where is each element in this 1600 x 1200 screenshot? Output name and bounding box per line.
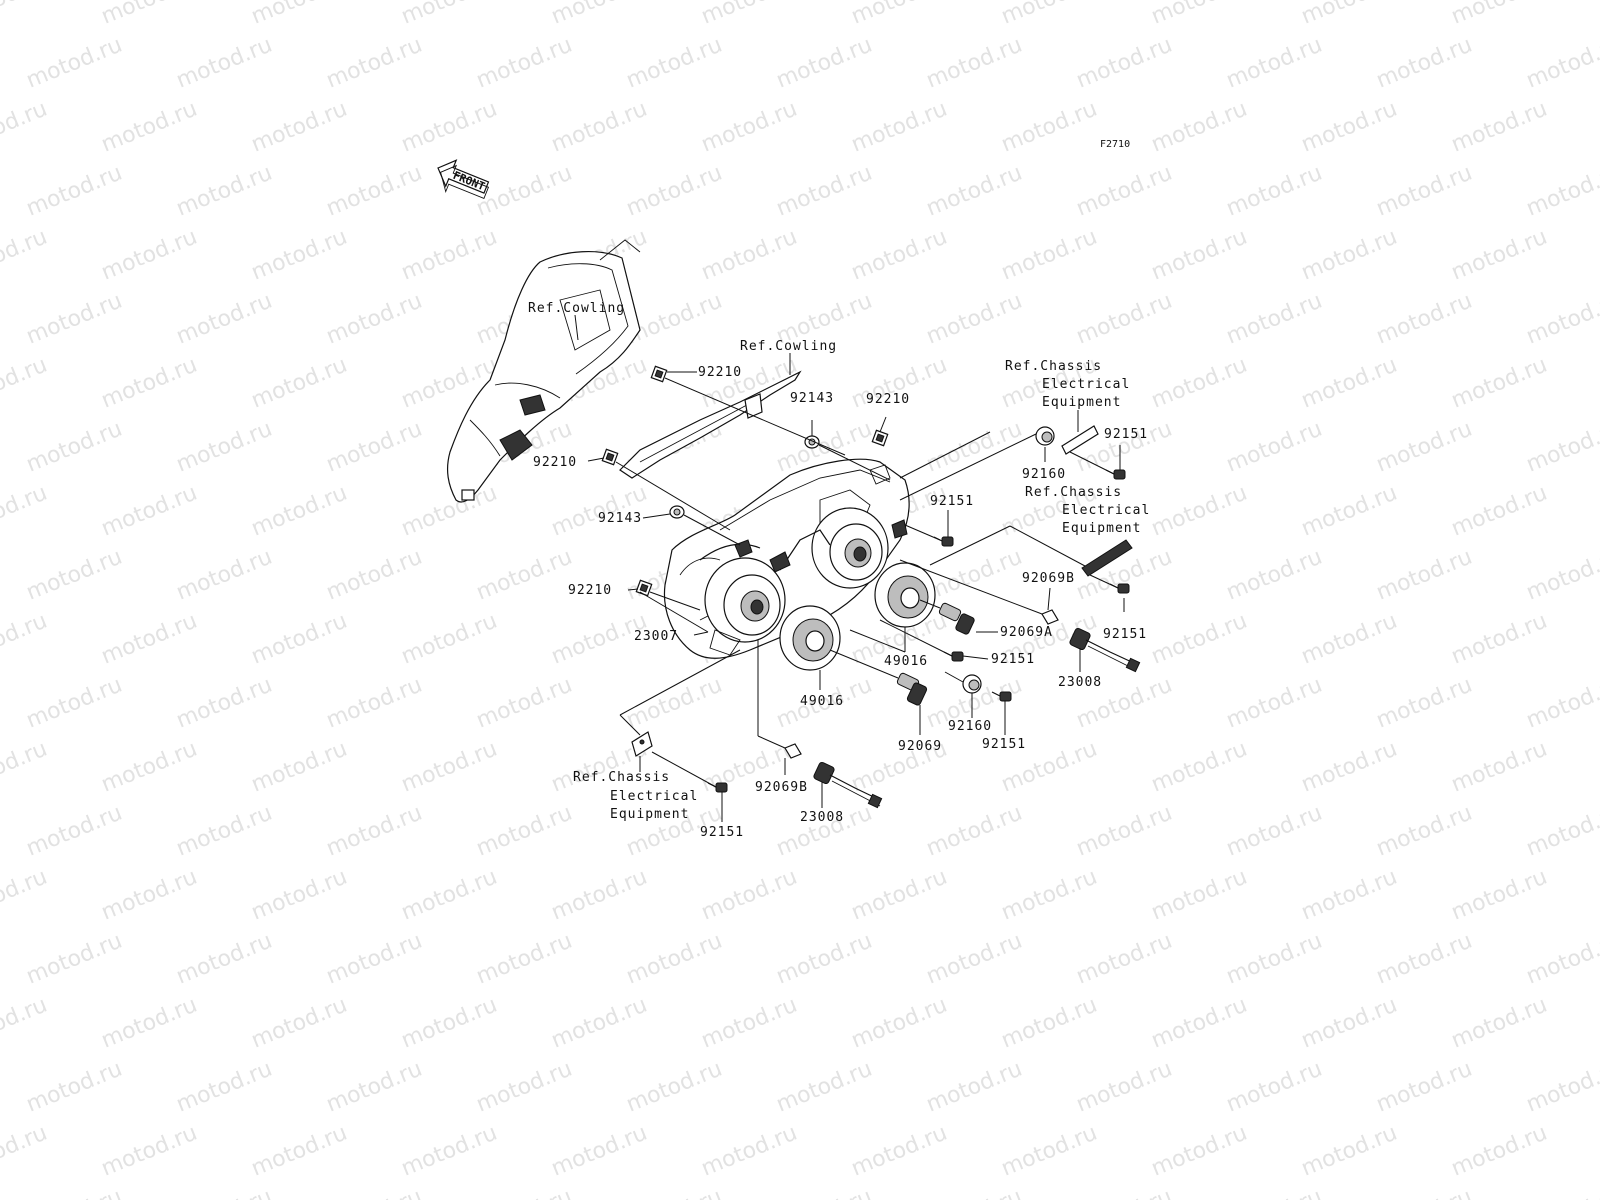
clip-92210-c [601, 448, 619, 466]
part-labels: Ref.Cowling Ref.Cowling 92210 92210 9221… [528, 301, 1150, 840]
chassis-bracket-bottom [631, 731, 653, 757]
grommet-92143-a [804, 435, 820, 449]
label-23008-b: 23008 [800, 810, 844, 825]
label-92151-e: 92151 [982, 737, 1026, 752]
label-ref-cowling-2: Ref.Cowling [740, 339, 837, 354]
cowling-inner-panel [446, 239, 641, 503]
label-92151-b: 92151 [930, 494, 974, 509]
label-ref-chassis-bottom-3: Equipment [610, 807, 689, 822]
leader-lines [574, 314, 1125, 822]
socket-harness-23008-b [813, 761, 883, 809]
headlight-housing [663, 458, 910, 659]
bulb-92069B-b [784, 743, 802, 759]
clip-92210-d [635, 579, 653, 597]
label-ref-chassis-mid-2: Electrical [1062, 503, 1150, 518]
label-92151-a: 92151 [1104, 427, 1148, 442]
label-ref-chassis-mid-3: Equipment [1062, 521, 1141, 536]
label-92151-d: 92151 [991, 652, 1035, 667]
label-ref-chassis-bottom-2: Electrical [610, 789, 698, 804]
damper-92160-a [1035, 426, 1055, 446]
label-49016-a: 49016 [884, 654, 928, 669]
label-ref-chassis-mid-1: Ref.Chassis [1025, 485, 1122, 500]
front-arrow-label: FRONT [451, 169, 487, 194]
dust-cover-left [779, 605, 841, 671]
clip-92210-a [650, 365, 668, 383]
label-ref-chassis-top-2: Electrical [1042, 377, 1130, 392]
label-92210-d: 92210 [568, 583, 612, 598]
label-ref-chassis-bottom-1: Ref.Chassis [573, 770, 670, 785]
bulb-92069A [938, 602, 975, 635]
grommet-92143-b [669, 505, 685, 519]
chassis-bracket-mid [1081, 539, 1133, 577]
label-92151-f: 92151 [700, 825, 744, 840]
front-arrow-icon: FRONT [437, 159, 490, 200]
bulb-92069B-a [1041, 609, 1059, 625]
label-ref-cowling-1: Ref.Cowling [528, 301, 625, 316]
label-92143-a: 92143 [790, 391, 834, 406]
label-92069B-b: 92069B [755, 780, 808, 795]
label-ref-chassis-top-3: Equipment [1042, 395, 1121, 410]
bolt-92151-e [991, 691, 1012, 702]
label-92069: 92069 [898, 739, 942, 754]
cowling-upper-bracket [619, 370, 802, 479]
damper-92160-b [962, 674, 982, 694]
label-92143-b: 92143 [598, 511, 642, 526]
clip-92210-b [871, 429, 889, 447]
label-92210-b: 92210 [866, 392, 910, 407]
label-23007: 23007 [634, 629, 678, 644]
label-49016-b: 49016 [800, 694, 844, 709]
label-92069B-a: 92069B [1022, 571, 1075, 586]
label-ref-chassis-top-1: Ref.Chassis [1005, 359, 1102, 374]
label-92160-a: 92160 [1022, 467, 1066, 482]
label-92151-c: 92151 [1103, 627, 1147, 642]
socket-harness-23008-a [1069, 627, 1141, 673]
chassis-bracket-top [1061, 425, 1099, 455]
figure-code: F2710 [1100, 139, 1130, 150]
label-23008-a: 23008 [1058, 675, 1102, 690]
bulb-92069 [896, 672, 928, 706]
dust-cover-right [874, 562, 936, 628]
label-92210-a: 92210 [698, 365, 742, 380]
label-92160-b: 92160 [948, 719, 992, 734]
label-92210-c: 92210 [533, 455, 577, 470]
label-92069A: 92069A [1000, 625, 1053, 640]
